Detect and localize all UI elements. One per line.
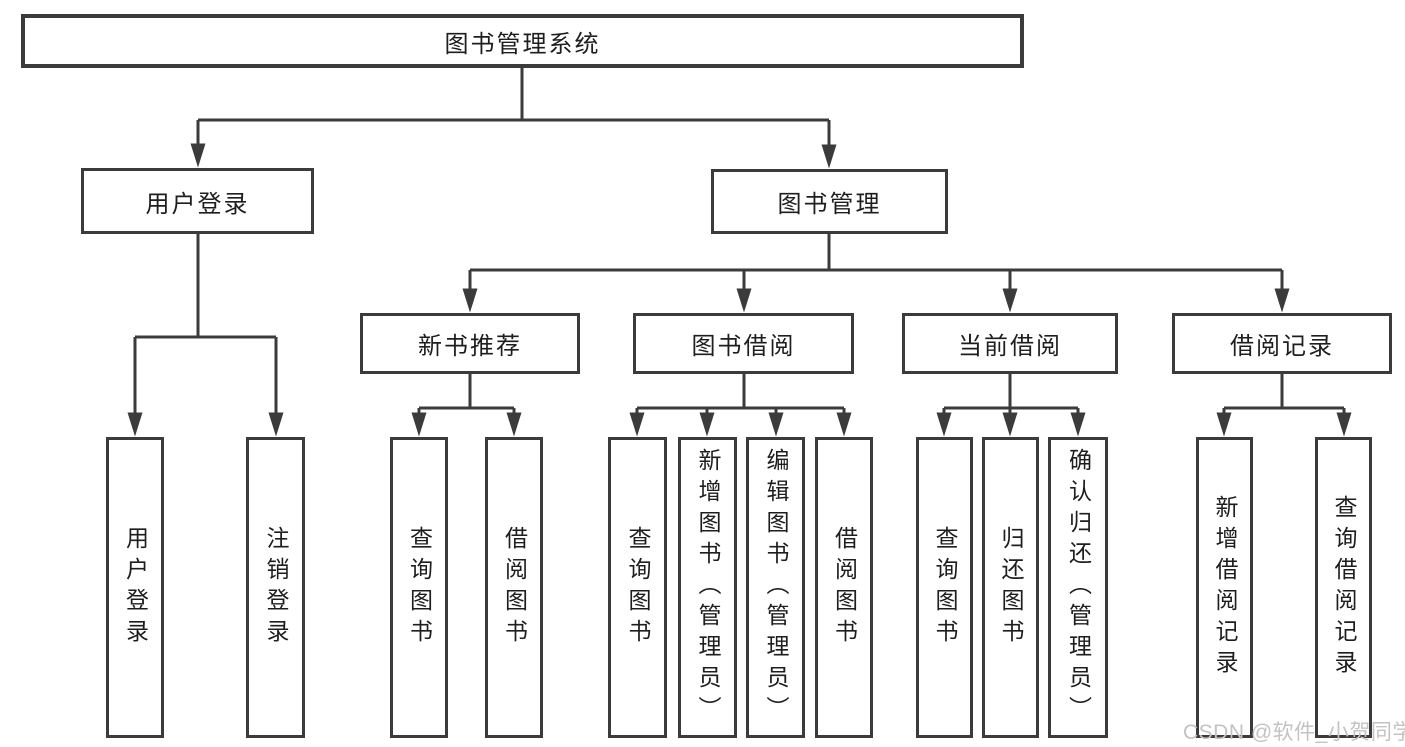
node-leaf-user-login: 用户登录 [106, 437, 164, 738]
node-label: 编辑图书（管理员） [763, 448, 789, 727]
edges-from-root [190, 68, 837, 169]
edges-from-book-borrowing [629, 374, 852, 437]
node-leaf-borrow-book-recommend: 借阅图书 [485, 437, 543, 738]
node-label: 图书管理 [777, 191, 882, 218]
edges-from-user-login [127, 234, 284, 437]
node-label: 借阅图书 [831, 525, 858, 650]
node-current-borrowing: 当前借阅 [902, 313, 1118, 374]
node-leaf-borrow-book-borrowing: 借阅图书 [815, 437, 873, 738]
node-label: 查询图书 [932, 525, 958, 650]
node-label: 注销登录 [263, 525, 289, 650]
edges-from-current-borrowing [936, 374, 1086, 437]
edge-rail-borrowing-records [1224, 374, 1344, 410]
node-leaf-return-book: 归还图书 [982, 437, 1039, 738]
node-label: 图书管理系统 [444, 30, 601, 58]
node-library-management-system: 图书管理系统 [21, 14, 1024, 68]
node-label: 借阅记录 [1230, 333, 1334, 360]
node-label: 借阅图书 [501, 525, 528, 650]
edge-rail-new-book-recommend [419, 374, 514, 410]
node-new-book-recommend: 新书推荐 [360, 313, 580, 374]
edge-rail-current-borrowing [944, 374, 1078, 410]
node-leaf-add-borrow-record: 新增借阅记录 [1196, 437, 1253, 738]
node-borrowing-records: 借阅记录 [1172, 313, 1392, 374]
node-leaf-add-book-admin: 新增图书（管理员） [678, 437, 737, 738]
edge-rail-user-login [135, 234, 276, 339]
node-label: 图书借阅 [691, 333, 796, 360]
node-book-management: 图书管理 [711, 169, 948, 234]
edges-from-new-book-recommend [411, 374, 522, 437]
node-leaf-query-book-current: 查询图书 [916, 437, 973, 738]
node-label: 查询图书 [406, 525, 433, 650]
node-leaf-query-borrow-record: 查询借阅记录 [1315, 437, 1372, 738]
node-label: 查询图书 [625, 525, 651, 650]
csdn-watermark: CSDN @软件_小贺同学 [1183, 721, 1405, 744]
node-book-borrowing: 图书借阅 [633, 313, 854, 374]
edges-from-borrowing-records [1216, 374, 1352, 437]
node-label: 归还图书 [998, 525, 1024, 650]
node-label: 当前借阅 [958, 333, 1062, 360]
node-label: 确认归还（管理员） [1065, 448, 1092, 727]
edge-rail-root [198, 68, 829, 122]
node-label: 用户登录 [145, 190, 250, 218]
node-leaf-logout: 注销登录 [246, 437, 305, 738]
node-leaf-query-book-borrowing: 查询图书 [608, 437, 667, 738]
node-label: 用户登录 [122, 525, 149, 650]
node-leaf-confirm-return-admin: 确认归还（管理员） [1048, 437, 1108, 738]
edge-rail-book-management [470, 234, 1282, 272]
node-leaf-edit-book-admin: 编辑图书（管理员） [746, 437, 805, 738]
edge-rail-book-borrowing [637, 374, 844, 410]
node-label: 新增图书（管理员） [695, 448, 721, 727]
edges-from-book-management [462, 234, 1290, 313]
node-user-login: 用户登录 [81, 168, 314, 234]
node-label: 查询借阅记录 [1331, 494, 1357, 681]
node-label: 新增借阅记录 [1212, 494, 1238, 681]
node-label: 新书推荐 [418, 333, 522, 360]
node-leaf-query-book-recommend: 查询图书 [390, 437, 448, 738]
